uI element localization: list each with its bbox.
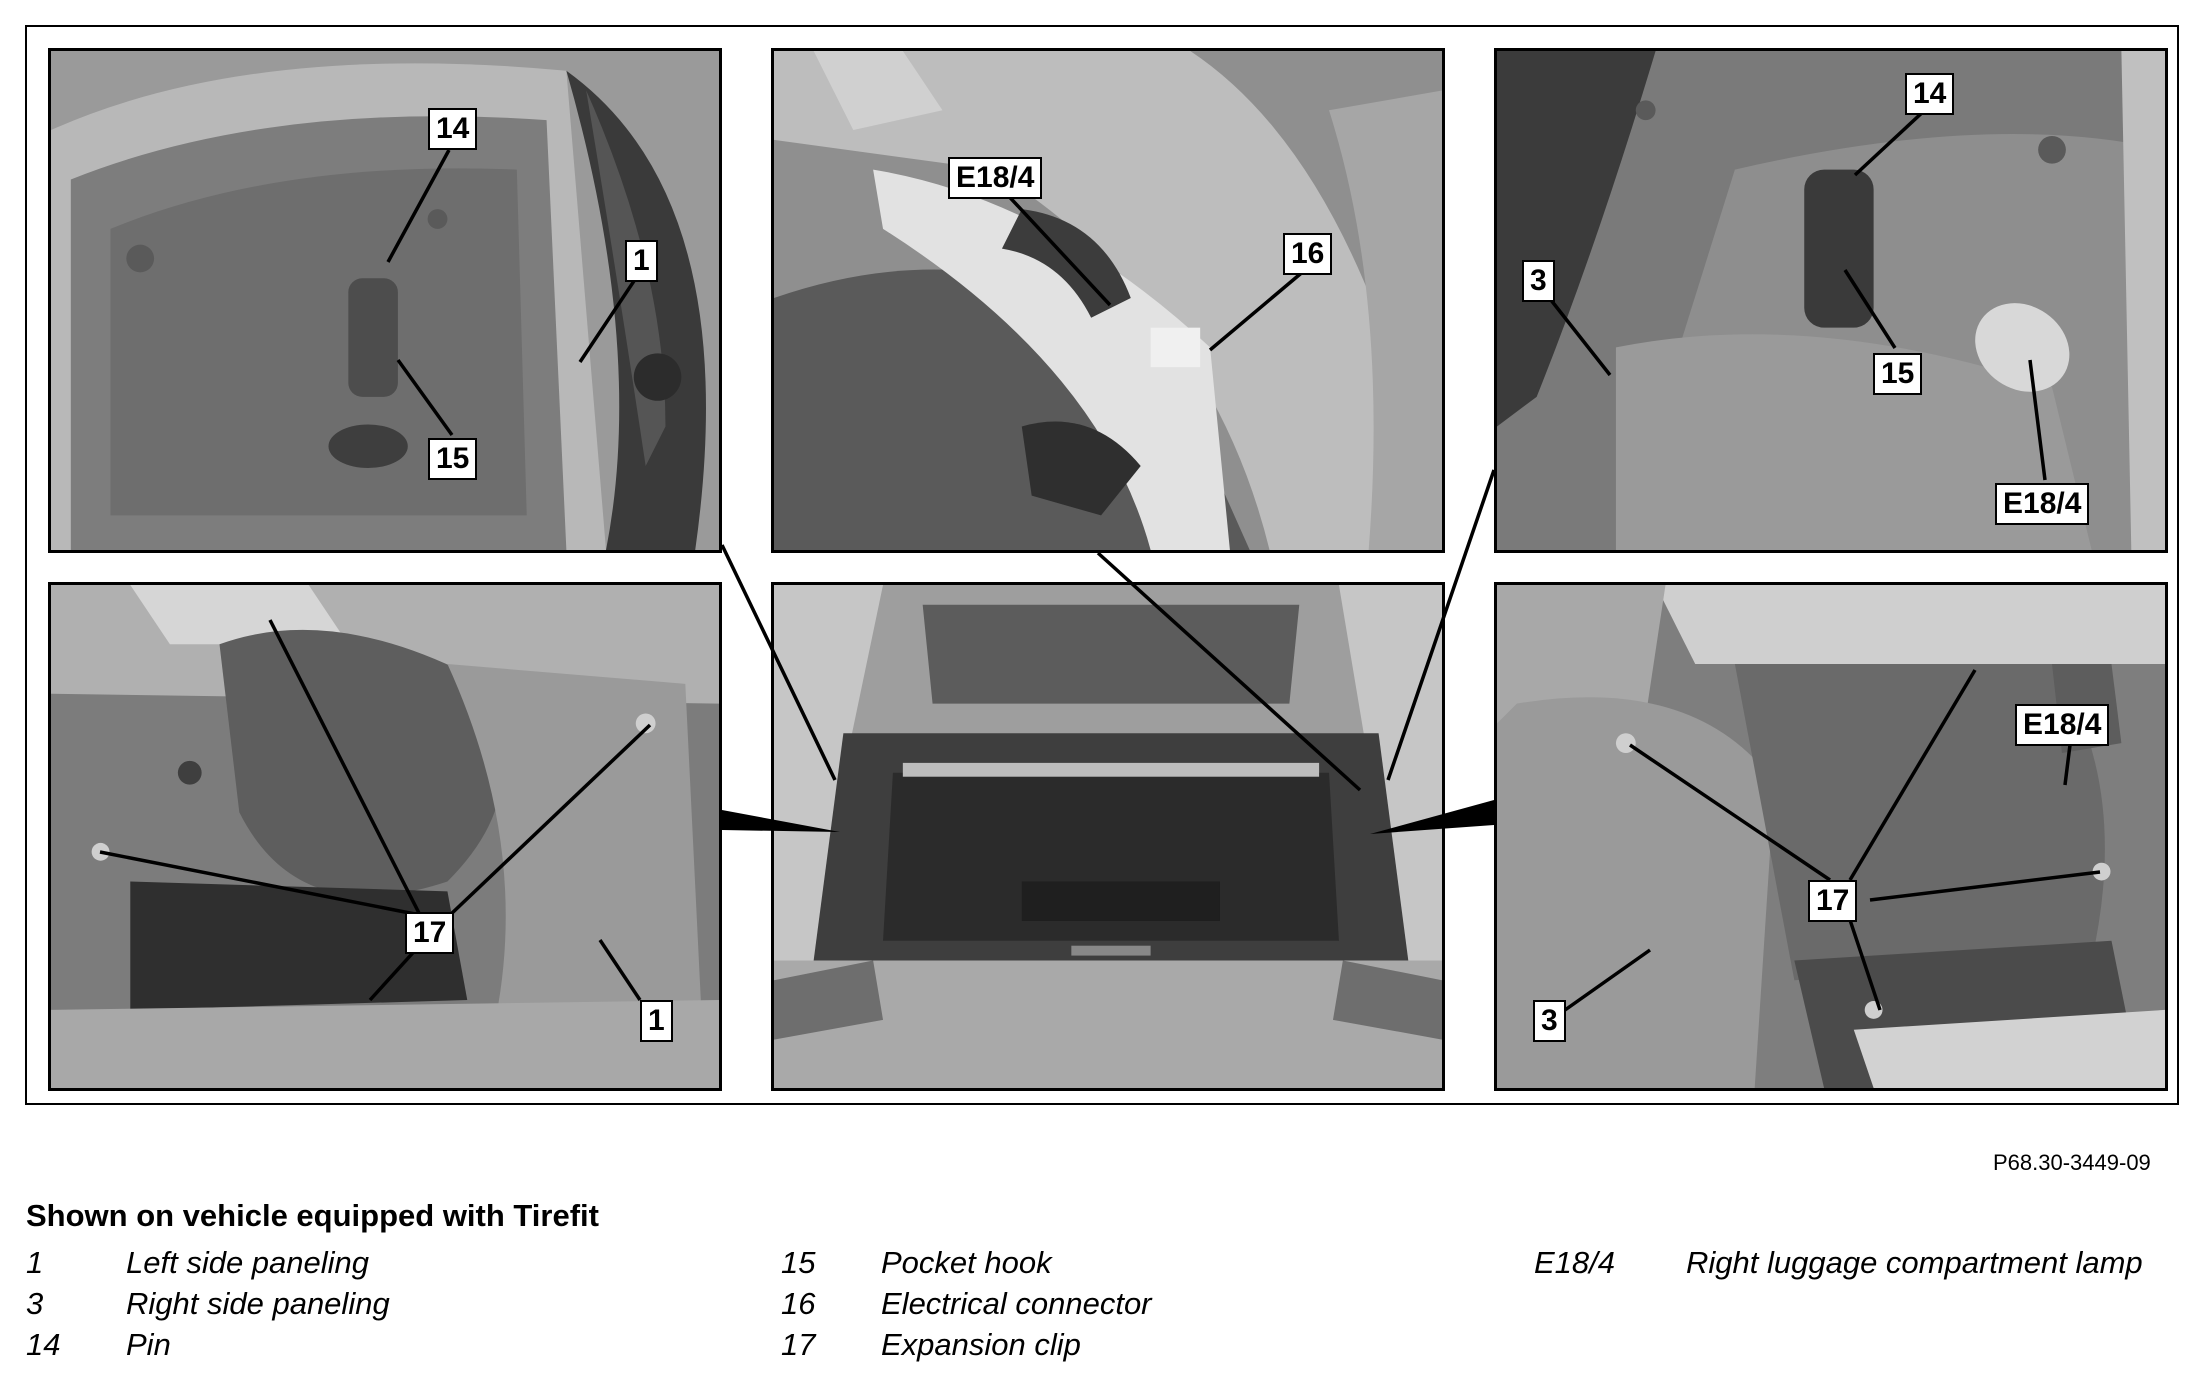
legend-text: Left side paneling bbox=[126, 1245, 370, 1280]
figure-reference: P68.30-3449-09 bbox=[1993, 1150, 2151, 1175]
legend-number: E18/4 bbox=[1534, 1245, 1616, 1280]
callout-1-top-left: 1 bbox=[625, 240, 658, 282]
photo-panel-bottom-right bbox=[1494, 582, 2168, 1091]
callout-3-bottom-right: 3 bbox=[1533, 1000, 1566, 1042]
callout-14-top-left: 14 bbox=[428, 108, 478, 150]
callout-e18-4-top-right: E18/4 bbox=[1995, 483, 2090, 525]
legend-number: 14 bbox=[26, 1327, 61, 1362]
callout-15-top-left: 15 bbox=[428, 438, 478, 480]
legend-text: Pocket hook bbox=[881, 1245, 1052, 1280]
callout-1-bottom-left: 1 bbox=[640, 1000, 673, 1042]
photo-panel-top-middle bbox=[771, 48, 1445, 553]
callout-e18-4-bottom-right: E18/4 bbox=[2015, 704, 2110, 746]
legend-text: Expansion clip bbox=[881, 1327, 1081, 1362]
legend-number: 1 bbox=[26, 1245, 44, 1280]
legend-text: Electrical connector bbox=[881, 1286, 1152, 1321]
left-paneling-photo bbox=[51, 585, 719, 1088]
right-paneling-photo bbox=[1497, 585, 2165, 1088]
legend-text: Pin bbox=[126, 1327, 171, 1362]
callout-e18-4-top-middle: E18/4 bbox=[948, 157, 1043, 199]
caption-title: Shown on vehicle equipped with Tirefit bbox=[26, 1198, 599, 1233]
legend-text: Right side paneling bbox=[126, 1286, 390, 1321]
callout-17-bottom-left: 17 bbox=[405, 912, 455, 954]
trunk-lid-left-photo bbox=[51, 51, 719, 550]
connector-photo bbox=[774, 51, 1442, 550]
photo-panel-top-left bbox=[48, 48, 722, 553]
photo-panel-top-right bbox=[1494, 48, 2168, 553]
legend-text: Right luggage compartment lamp bbox=[1686, 1245, 2143, 1280]
legend-number: 17 bbox=[781, 1327, 816, 1362]
callout-17-bottom-right: 17 bbox=[1808, 880, 1858, 922]
vehicle-rear-photo bbox=[774, 585, 1442, 1088]
legend-number: 3 bbox=[26, 1286, 44, 1321]
trunk-lid-right-photo bbox=[1497, 51, 2165, 550]
callout-16-top-middle: 16 bbox=[1283, 233, 1333, 275]
legend-number: 16 bbox=[781, 1286, 816, 1321]
legend-number: 15 bbox=[781, 1245, 816, 1280]
photo-panel-bottom-left bbox=[48, 582, 722, 1091]
callout-15-top-right: 15 bbox=[1873, 353, 1923, 395]
callout-14-top-right: 14 bbox=[1905, 73, 1955, 115]
photo-panel-bottom-middle bbox=[771, 582, 1445, 1091]
callout-3-top-right: 3 bbox=[1522, 260, 1555, 302]
